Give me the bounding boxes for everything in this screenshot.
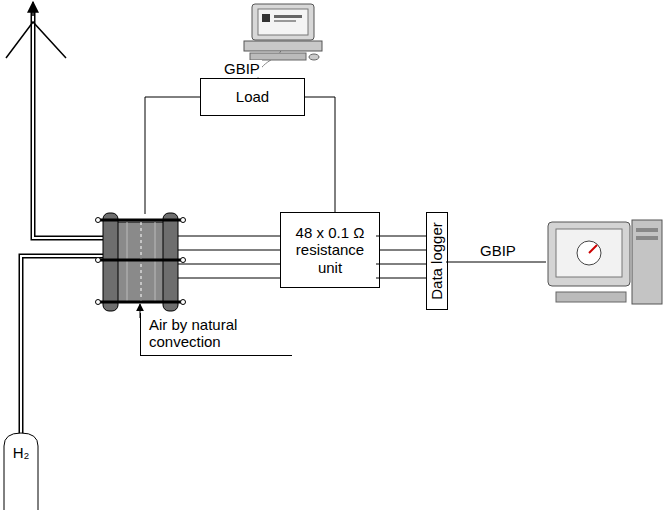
exhaust-pipe	[6, 2, 105, 238]
load-box: Load	[200, 78, 305, 116]
wire	[380, 250, 426, 251]
load-wire	[145, 97, 200, 214]
node-text: H₂	[3, 444, 39, 461]
gbip-cable	[446, 262, 546, 263]
logger-wires	[376, 236, 426, 278]
note-bracket: Air by natural convection	[140, 313, 292, 356]
node-text: Load	[236, 88, 269, 105]
resistance-box: 48 x 0.1 Ω resistance unit	[280, 212, 380, 288]
fuel-cell-stack	[96, 213, 186, 311]
logger-box: Data logger	[426, 212, 448, 310]
node-text: 48 x 0.1 Ω resistance unit	[284, 224, 376, 276]
computer-icon	[548, 220, 662, 304]
interface-label: GBIP	[222, 60, 262, 77]
hydrogen-pipe	[21, 256, 105, 434]
interface-label: GBIP	[478, 242, 518, 259]
node-text: Data logger	[428, 222, 445, 300]
node-text: Air by natural convection	[149, 316, 286, 351]
computer-icon	[244, 4, 322, 60]
wire	[305, 97, 335, 212]
gas-cylinder: H₂	[3, 432, 39, 510]
cell-wires	[178, 236, 280, 278]
cylinder-outline	[3, 432, 39, 510]
